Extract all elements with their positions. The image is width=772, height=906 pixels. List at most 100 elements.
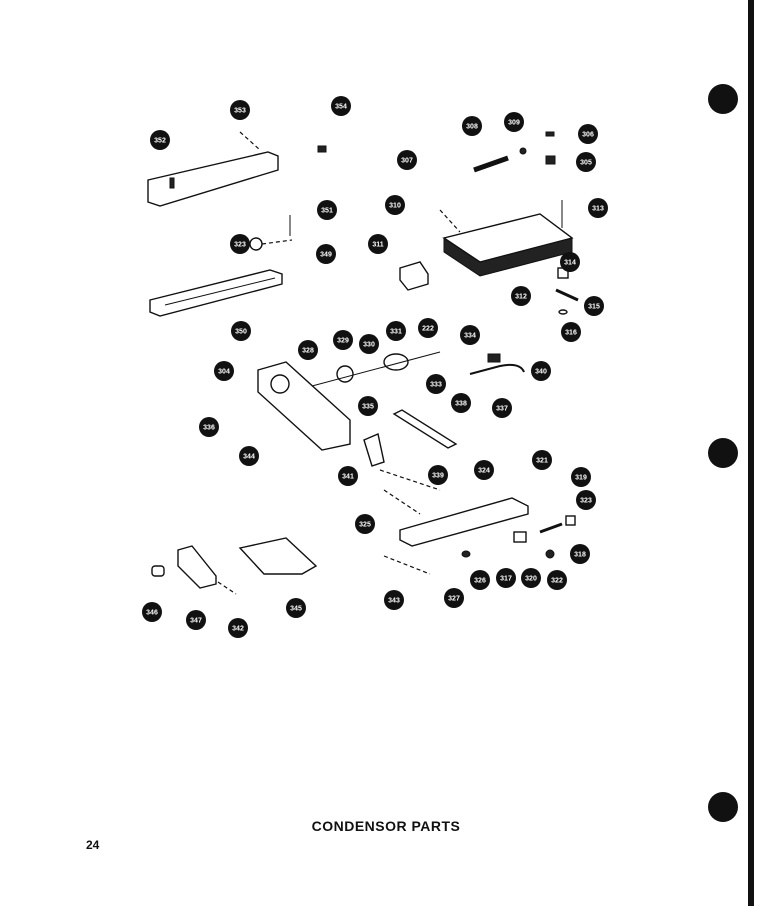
dash-line <box>261 239 293 245</box>
callout-label: 308 <box>466 124 478 131</box>
part-shroud-ring <box>270 374 290 394</box>
part-drawings <box>147 131 579 595</box>
callout-circle <box>532 450 552 470</box>
callout-label: 329 <box>337 338 349 345</box>
part-callouts: 3523533543513233493503073083093063053103… <box>142 96 608 638</box>
callout-circle <box>239 446 259 466</box>
part-callout-339: 339 <box>428 465 448 485</box>
callout-label: 317 <box>500 576 512 583</box>
part-callout-321: 321 <box>532 450 552 470</box>
part-washer <box>558 309 568 315</box>
callout-label: 316 <box>565 330 577 337</box>
callout-circle <box>142 602 162 622</box>
part-drain-tray <box>238 537 318 575</box>
part-spacer <box>545 155 556 165</box>
callout-circle <box>358 396 378 416</box>
callout-circle <box>462 116 482 136</box>
part-callout-329: 329 <box>333 330 353 350</box>
callout-circle <box>384 590 404 610</box>
part-callout-350: 350 <box>231 321 251 341</box>
part-fan-blade <box>336 365 354 383</box>
part-cap <box>151 565 165 577</box>
part-callout-340: 340 <box>531 361 551 381</box>
callout-label: 339 <box>432 473 444 480</box>
callout-circle <box>531 361 551 381</box>
part-callout-336: 336 <box>199 417 219 437</box>
callout-label: 323 <box>234 242 246 249</box>
callout-label: 312 <box>515 294 527 301</box>
callout-circle <box>474 460 494 480</box>
part-callout-327: 327 <box>444 588 464 608</box>
part-callout-311: 311 <box>368 234 388 254</box>
callout-label: 322 <box>551 578 563 585</box>
callout-circle <box>584 296 604 316</box>
callout-circle <box>150 130 170 150</box>
part-callout-330: 330 <box>359 334 379 354</box>
callout-circle <box>496 568 516 588</box>
part-callout-337: 337 <box>492 398 512 418</box>
dash-line <box>439 209 461 233</box>
callout-label: 311 <box>372 242 383 249</box>
callout-label: 346 <box>146 610 158 617</box>
part-callout-322: 322 <box>547 570 567 590</box>
part-callout-319: 319 <box>571 467 591 487</box>
callout-circle <box>286 598 306 618</box>
dash-line <box>379 469 441 491</box>
part-clip <box>317 145 327 153</box>
callout-circle <box>317 200 337 220</box>
part-callout-354: 354 <box>331 96 351 116</box>
callout-label: 331 <box>390 329 402 336</box>
callout-label: 222 <box>422 326 434 333</box>
part-callout-309: 309 <box>504 112 524 132</box>
part-base-rail <box>399 497 529 547</box>
callout-circle <box>230 234 250 254</box>
callout-label: 305 <box>580 160 592 167</box>
callout-circle <box>570 544 590 564</box>
callout-circle <box>355 514 375 534</box>
punch-hole-bottom <box>708 792 738 822</box>
page-number: 24 <box>86 838 100 852</box>
part-callout-308: 308 <box>462 116 482 136</box>
dash-line <box>383 555 431 575</box>
callout-circle <box>228 618 248 638</box>
callout-circle <box>492 398 512 418</box>
part-slot <box>169 177 175 189</box>
callout-label: 335 <box>362 404 374 411</box>
page-edge-bar <box>748 0 754 906</box>
callout-label: 324 <box>478 468 490 475</box>
callout-circle <box>397 150 417 170</box>
callout-circle <box>186 610 206 630</box>
callout-circle <box>444 588 464 608</box>
part-callout-346: 346 <box>142 602 162 622</box>
callout-circle <box>386 321 406 341</box>
callout-label: 341 <box>342 474 354 481</box>
part-bolt <box>555 288 579 302</box>
callout-circle <box>214 361 234 381</box>
callout-label: 336 <box>203 425 215 432</box>
callout-circle <box>316 244 336 264</box>
callout-circle <box>368 234 388 254</box>
part-callout-344: 344 <box>239 446 259 466</box>
callout-label: 309 <box>508 120 520 127</box>
part-callout-315: 315 <box>584 296 604 316</box>
callout-label: 325 <box>359 522 371 529</box>
callout-circle <box>571 467 591 487</box>
part-screw-head <box>545 131 555 137</box>
part-callout-333: 333 <box>426 374 446 394</box>
motor-shaft-line <box>311 351 441 387</box>
callout-label: 344 <box>243 454 255 461</box>
part-callout-338: 338 <box>451 393 471 413</box>
callout-label: 304 <box>218 369 230 376</box>
part-callout-320: 320 <box>521 568 541 588</box>
part-strip <box>392 409 458 449</box>
callout-label: 321 <box>536 458 548 465</box>
callout-circle <box>428 465 448 485</box>
part-foot <box>461 550 471 558</box>
callout-circle <box>504 112 524 132</box>
part-callout-306: 306 <box>578 124 598 144</box>
callout-label: 337 <box>496 406 508 413</box>
part-callout-307: 307 <box>397 150 417 170</box>
part-terminal-block <box>513 531 527 543</box>
part-callout-316: 316 <box>561 322 581 342</box>
callout-label: 314 <box>564 260 576 267</box>
